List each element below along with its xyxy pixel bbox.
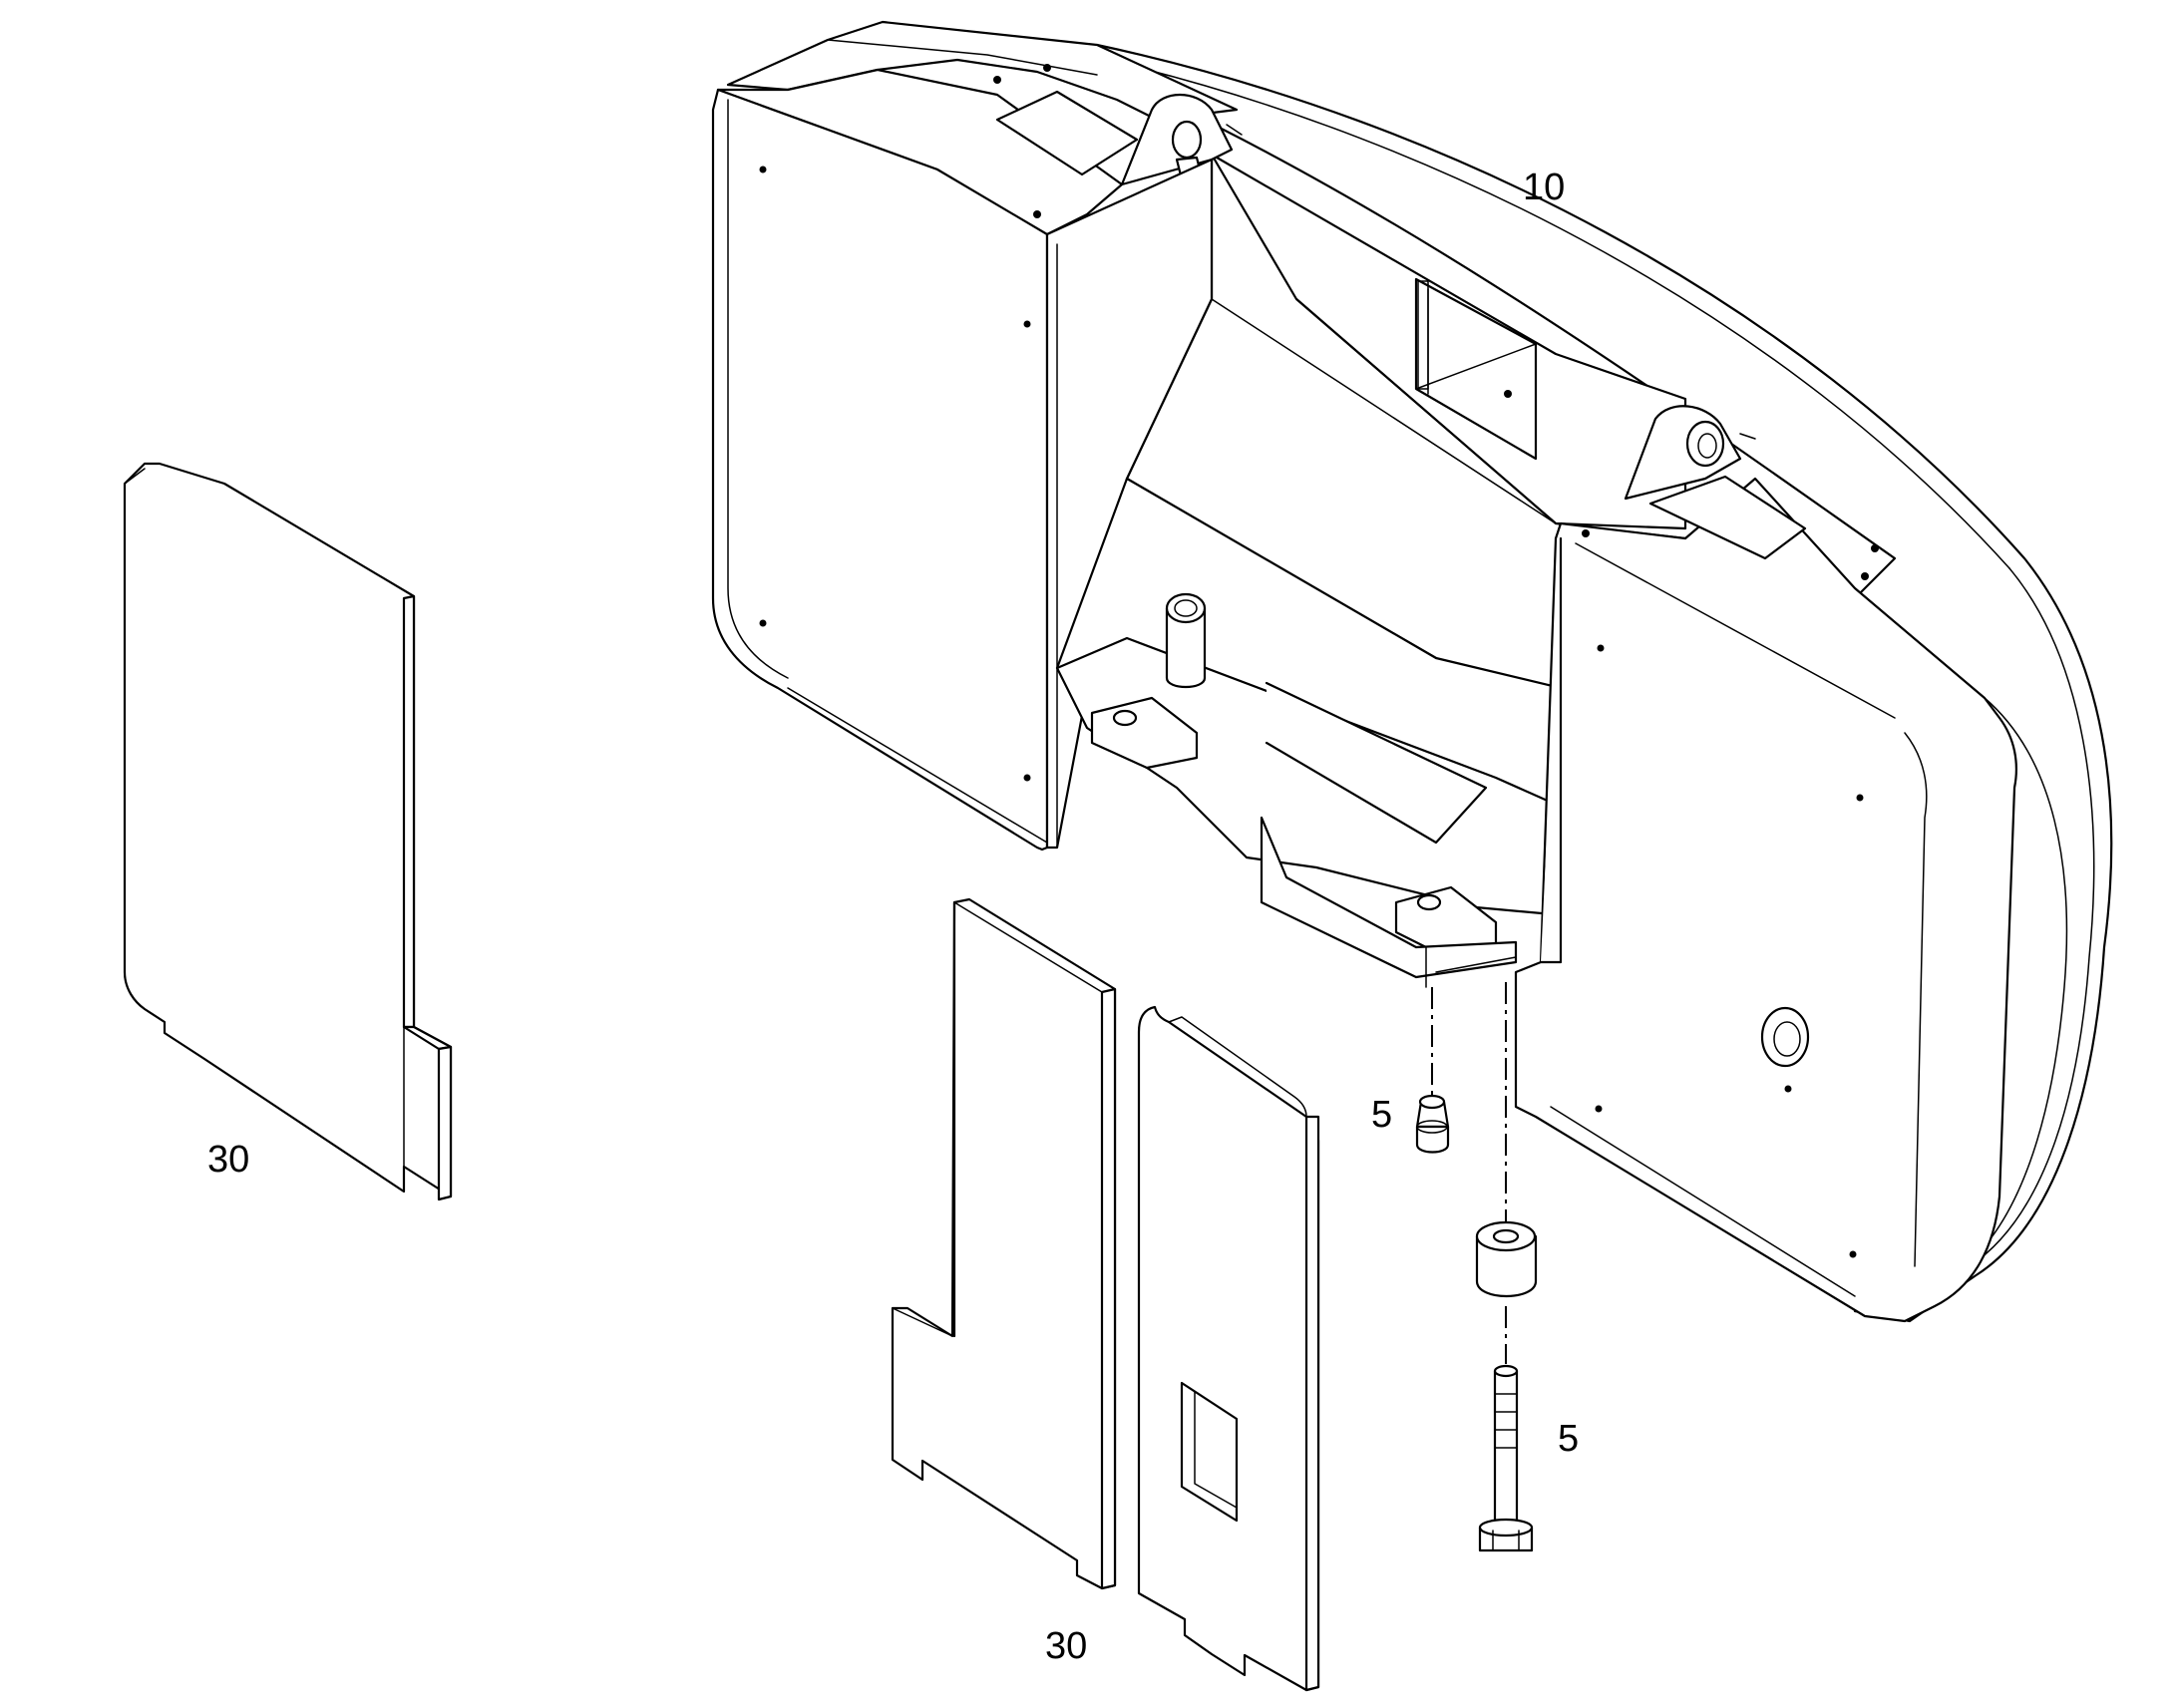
callout-plate-left: 30 <box>207 1139 249 1181</box>
spacer-sleeve <box>1475 1220 1538 1298</box>
lower-skid <box>1260 816 1518 979</box>
right-weight-box <box>1514 475 2017 1323</box>
center-recess <box>1414 277 1538 461</box>
right-top-pad <box>1648 475 1807 560</box>
plate-lower-left <box>891 897 1117 1590</box>
center-tube <box>1165 606 1207 689</box>
left-lifting-eye <box>1120 93 1243 186</box>
callout-plates-bottom: 30 <box>1045 1625 1087 1667</box>
bolt-part <box>1478 1364 1534 1552</box>
side-bore <box>1760 1006 1810 1068</box>
center-floor <box>1055 477 1687 988</box>
plug-part <box>1415 1094 1450 1154</box>
callout-plug: 5 <box>1371 1094 1392 1136</box>
plate-lower-right <box>1137 1005 1320 1692</box>
plate-left <box>123 462 453 1201</box>
assembly-axis-lines <box>1431 982 1507 1364</box>
right-lifting-eye <box>1624 405 1756 501</box>
left-top-pad <box>995 90 1139 176</box>
callout-counterweight: 10 <box>1523 167 1565 208</box>
callout-bolt: 5 <box>1558 1418 1579 1460</box>
counterweight-housing <box>711 20 2113 1323</box>
